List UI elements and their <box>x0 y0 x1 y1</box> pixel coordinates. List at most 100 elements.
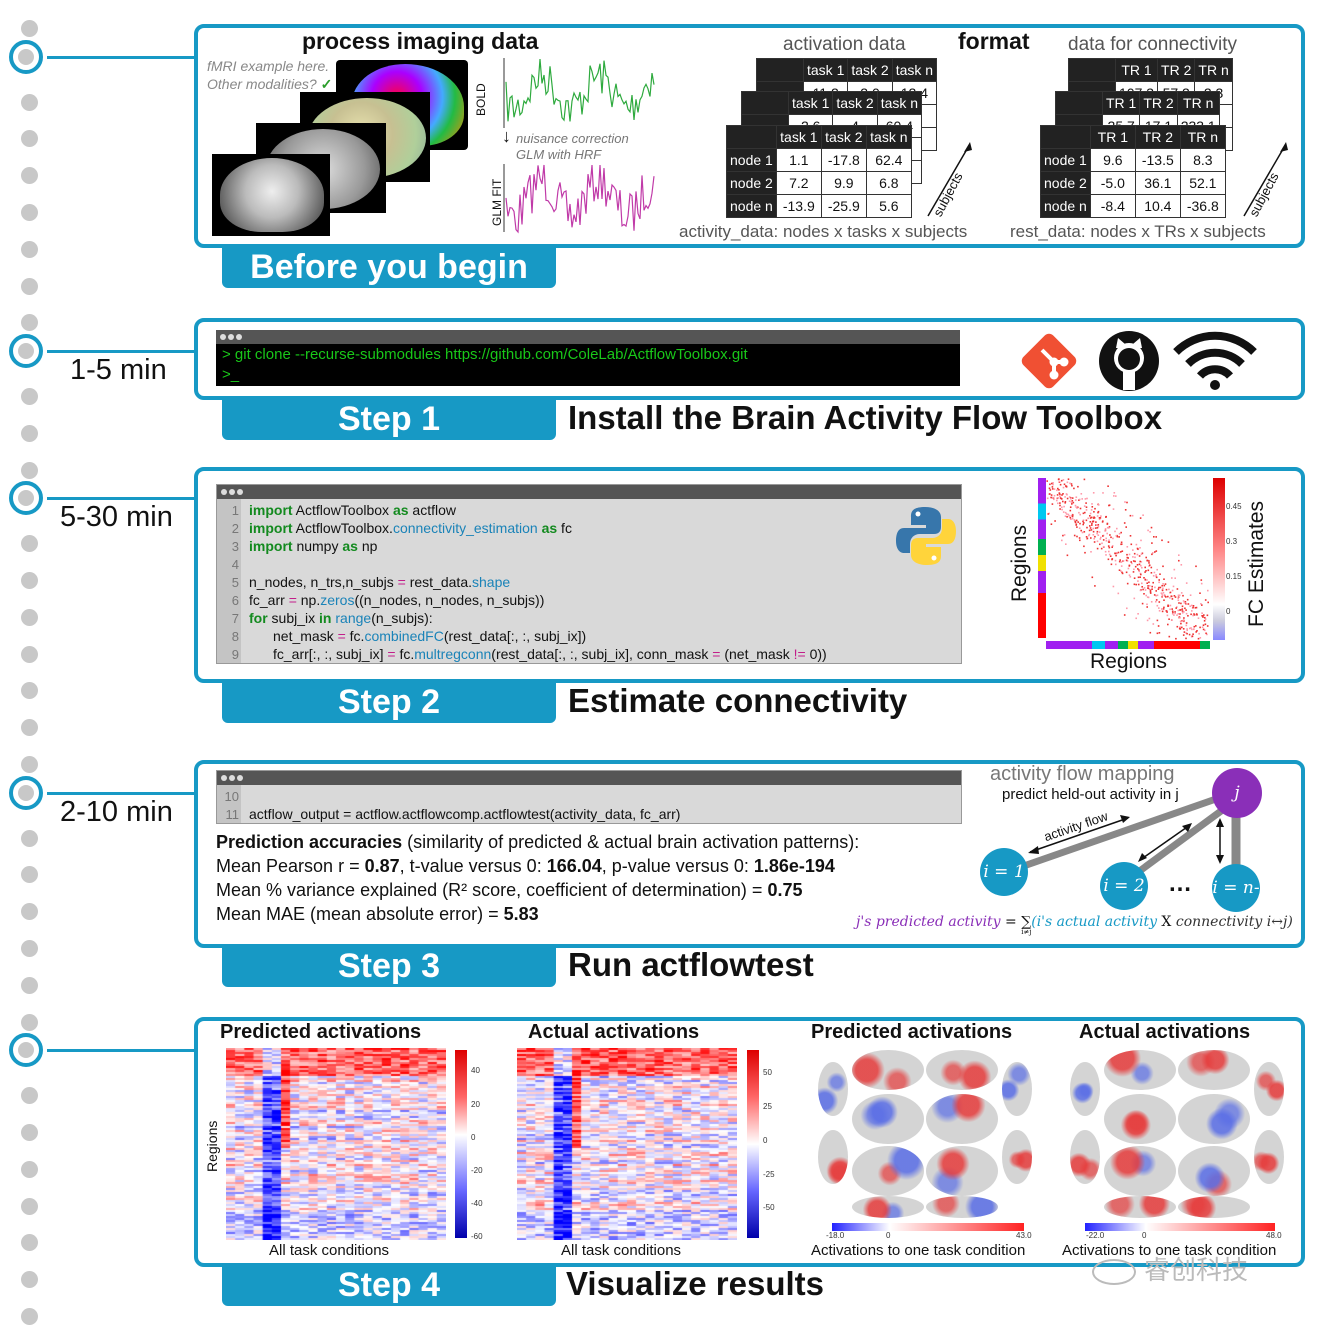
timeline-dot <box>21 1271 38 1289</box>
step4-tab: Step 4 <box>222 1264 556 1306</box>
timeline-dot <box>21 829 38 847</box>
timeline-dot <box>21 645 38 663</box>
brain-surface-view <box>1002 1062 1032 1116</box>
fc-colorbar-label: FC Estimates <box>1245 500 1268 627</box>
bold-signal <box>503 58 655 128</box>
timeline-dot <box>21 1197 38 1215</box>
timeline-dot <box>21 866 38 884</box>
subjects-arrow-2 <box>1243 142 1288 217</box>
activation-data-title: activation data <box>783 34 906 55</box>
timeline-dot <box>21 1308 38 1325</box>
timeline-dot <box>21 240 38 258</box>
step3-title: Run actflowtest <box>568 946 814 983</box>
fc-ylabel: Regions <box>1008 524 1031 602</box>
brain-pred-colorbar <box>832 1223 1024 1231</box>
timeline-dot <box>21 314 38 332</box>
brain-surface-view <box>818 1130 848 1184</box>
node-i1: i = 1 <box>980 848 1028 896</box>
subjects-arrow <box>927 142 972 217</box>
brain-surface-view <box>1070 1062 1100 1116</box>
brain-surface-view <box>852 1094 924 1144</box>
timeline-dot <box>21 424 38 442</box>
node-j: j <box>1212 768 1262 818</box>
step1-tab: Step 1 <box>222 398 556 440</box>
prediction-accuracies: Prediction accuracies (similarity of pre… <box>216 832 860 852</box>
brain-surface-view <box>1070 1130 1100 1184</box>
pred-xlabel: All task conditions <box>269 1242 390 1259</box>
brain-surface-view <box>852 1146 924 1196</box>
code-editor-step2[interactable]: 1 2 3 4 5 6 7 8 9 import ActflowToolbox … <box>216 484 962 664</box>
brain-surface-view <box>1104 1050 1176 1090</box>
mae-line: Mean MAE (mean absolute error) = 5.83 <box>216 904 539 924</box>
pred-heatmap-title: Predicted activations <box>220 1021 422 1043</box>
timeline-marker <box>9 40 43 74</box>
timeline-connector <box>47 792 195 795</box>
git-icon <box>1021 333 1077 389</box>
variance-line: Mean % variance explained (R² score, coe… <box>216 880 803 900</box>
brain-surface-view <box>926 1196 998 1218</box>
timeline-marker <box>9 481 43 515</box>
timeline-connector <box>47 1049 195 1052</box>
watermark: 睿创科技 <box>1092 1250 1248 1287</box>
down-arrow: ↓ <box>502 126 511 146</box>
brain-pred-caption: Activations to one task condition <box>811 1242 1026 1259</box>
step2-time: 5-30 min <box>60 501 173 533</box>
brain-actual-title: Actual activations <box>1079 1021 1251 1043</box>
brain-surface-view <box>1178 1094 1250 1144</box>
fc-network-bar-x <box>1046 641 1210 649</box>
glm-hrf-label: GLM with HRF <box>516 147 602 162</box>
format-title: format <box>958 28 1030 54</box>
brain-surface-view <box>1104 1196 1176 1218</box>
actual-brain-surfaces <box>1070 1050 1284 1218</box>
timeline-dot <box>21 1160 38 1178</box>
code-line-8: net_mask = fc.combinedFC(rest_data[:, :,… <box>273 628 587 644</box>
brain-surface-view <box>926 1094 998 1144</box>
heatmap-ylabel: Regions <box>204 1120 220 1172</box>
wechat-icon <box>1092 1259 1136 1286</box>
check-icon: ✓ <box>320 76 333 92</box>
timeline-dot <box>21 682 38 700</box>
code-line-9: fc_arr[:, :, subj_ix] = fc.multregconn(r… <box>273 646 827 662</box>
brain-surface-view <box>1104 1094 1176 1144</box>
timeline-dot <box>21 1013 38 1031</box>
timeline-dot <box>21 93 38 111</box>
timeline-connector <box>47 497 195 500</box>
wifi-icon <box>1173 331 1257 390</box>
timeline-dot <box>21 277 38 295</box>
code-line-11: actflow_output = actflow.actflowcomp.act… <box>249 806 681 822</box>
timeline-dot <box>21 1124 38 1141</box>
brain-surface-view <box>1104 1146 1176 1196</box>
before-you-begin-tab: Before you begin <box>222 246 556 288</box>
fmri-note-2: Other modalities? <box>207 76 317 92</box>
terminal-prompt: >_ <box>222 366 240 383</box>
fc-colorbar <box>1213 478 1225 640</box>
rest-caption: rest_data: nodes x TRs x subjects <box>1010 222 1266 241</box>
timeline-dot <box>21 130 38 148</box>
actual-heatmap <box>517 1048 737 1240</box>
brain-surface-view <box>818 1062 848 1116</box>
timeline-marker <box>9 776 43 810</box>
terminal[interactable]: > git clone --recurse-submodules https:/… <box>216 330 960 386</box>
timeline-marker <box>9 1033 43 1067</box>
brain-surface-view <box>852 1050 924 1090</box>
actual-colorbar <box>747 1050 759 1238</box>
code-editor-step3[interactable]: 10 11 actflow_output = actflow.actflowco… <box>216 770 962 824</box>
brain-surface-view <box>1178 1196 1250 1218</box>
brain-surface-view <box>926 1146 998 1196</box>
github-icon <box>1099 331 1159 391</box>
flow-title: activity flow mapping <box>990 763 1175 785</box>
brain-surface-view <box>852 1196 924 1218</box>
timeline-dot <box>21 1234 38 1252</box>
brain-surface-view <box>1178 1050 1250 1090</box>
actual-xlabel: All task conditions <box>561 1242 682 1259</box>
brain-surface-view <box>1254 1130 1284 1184</box>
timeline-dot <box>21 608 38 626</box>
nuisance-label: nuisance correction <box>516 131 629 146</box>
step3-time: 2-10 min <box>60 796 173 828</box>
step2-title: Estimate connectivity <box>568 682 908 719</box>
timeline-dot <box>21 903 38 921</box>
fc-matrix <box>1046 478 1210 640</box>
brain-surface-view <box>1002 1130 1032 1184</box>
